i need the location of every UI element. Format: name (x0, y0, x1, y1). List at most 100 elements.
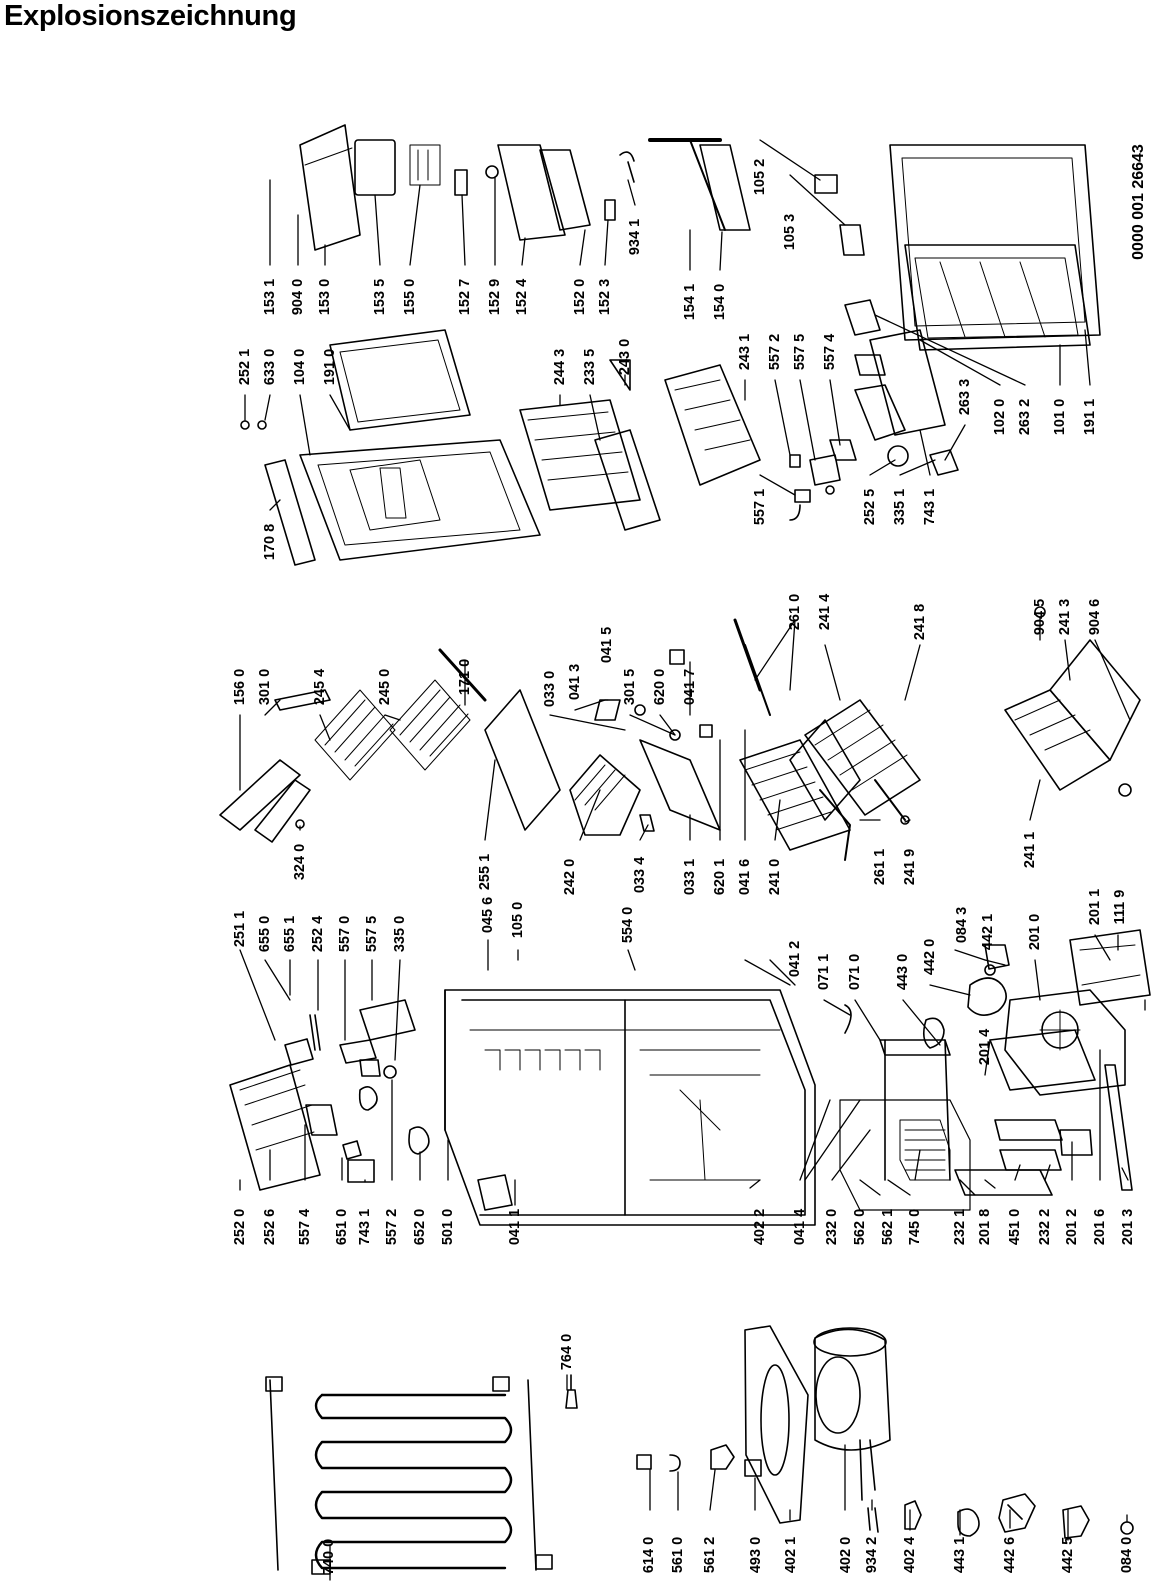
part-label: 152 9 (487, 278, 503, 316)
part-label: 261 0 (787, 593, 803, 631)
part-label: 105 3 (782, 213, 798, 251)
part-label: 501 0 (440, 1208, 456, 1246)
part-label: 243 1 (737, 333, 753, 371)
part-label: 335 1 (892, 488, 908, 526)
part-label: 561 2 (702, 1536, 718, 1574)
cabinet-drawing (444, 989, 816, 1226)
part-label: 562 0 (852, 1208, 868, 1246)
part-label: 743 1 (922, 488, 938, 526)
part-label: 245 0 (377, 668, 393, 706)
part-label: 241 4 (817, 593, 833, 631)
part-label: 153 0 (317, 278, 333, 316)
part-label: 241 8 (912, 603, 928, 641)
part-label: 443 1 (952, 1536, 968, 1574)
part-label: 232 2 (1037, 1208, 1053, 1246)
part-label: 233 5 (582, 348, 598, 386)
part-label: 261 1 (872, 848, 888, 886)
part-label: 232 1 (952, 1208, 968, 1246)
part-label: 041 7 (682, 668, 698, 706)
part-label: 620 1 (712, 858, 728, 896)
part-label: 191 0 (322, 348, 338, 386)
part-label: 084 3 (954, 906, 970, 944)
part-label: 251 1 (232, 910, 248, 948)
part-label: 335 0 (392, 915, 408, 953)
part-label: 402 1 (783, 1536, 799, 1574)
part-label: 442 5 (1060, 1536, 1076, 1574)
part-label: 743 1 (357, 1208, 373, 1246)
part-label: 071 1 (816, 953, 832, 991)
part-label: 232 0 (824, 1208, 840, 1246)
part-label: 152 7 (457, 278, 473, 316)
part-label: 152 0 (572, 278, 588, 316)
part-label: 152 4 (514, 278, 530, 316)
part-label: 071 0 (847, 953, 863, 991)
part-label: 243 0 (617, 338, 633, 376)
part-label: 402 0 (838, 1536, 854, 1574)
part-label: 041 4 (792, 1208, 808, 1246)
part-label: 154 1 (682, 283, 698, 321)
part-label: 156 0 (232, 668, 248, 706)
part-label: 651 0 (334, 1208, 350, 1246)
part-label: 255 1 (477, 853, 493, 891)
part-label: 171 0 (457, 658, 473, 696)
part-label: 443 0 (895, 953, 911, 991)
part-label: 633 0 (262, 348, 278, 386)
part-label: 252 6 (262, 1208, 278, 1246)
part-label: 740 0 (321, 1538, 337, 1576)
part-label: 934 1 (627, 218, 643, 256)
part-label: 241 3 (1057, 598, 1073, 636)
part-label: 152 3 (597, 278, 613, 316)
part-label: 201 6 (1092, 1208, 1108, 1246)
part-label: 154 0 (712, 283, 728, 321)
part-label: 170 8 (262, 523, 278, 561)
part-label: 041 2 (787, 940, 803, 978)
part-label: 241 1 (1022, 831, 1038, 869)
part-label: 201 3 (1120, 1208, 1136, 1246)
part-label: 557 4 (297, 1208, 313, 1246)
part-label: 301 0 (257, 668, 273, 706)
part-label: 934 2 (864, 1536, 880, 1574)
part-label: 263 3 (957, 378, 973, 416)
part-label: 201 8 (977, 1208, 993, 1246)
part-label: 557 2 (384, 1208, 400, 1246)
part-label: 557 4 (822, 333, 838, 371)
part-label: 402 4 (902, 1536, 918, 1574)
part-label: 201 1 (1087, 888, 1103, 926)
part-label: 252 4 (310, 915, 326, 953)
part-label: 614 0 (641, 1536, 657, 1574)
part-label: 402 2 (752, 1208, 768, 1246)
part-label: 241 0 (767, 858, 783, 896)
part-label: 301 5 (622, 668, 638, 706)
part-label: 201 4 (977, 1028, 993, 1066)
part-label: 557 0 (337, 915, 353, 953)
part-label: 041 5 (599, 626, 615, 664)
part-label: 442 0 (922, 938, 938, 976)
part-label: 033 4 (632, 856, 648, 894)
part-label: 041 3 (567, 663, 583, 701)
part-label: 561 0 (670, 1536, 686, 1574)
part-label: 252 0 (232, 1208, 248, 1246)
part-label: 041 1 (507, 1208, 523, 1246)
part-label: 557 5 (364, 915, 380, 953)
part-label: 764 0 (559, 1333, 575, 1371)
part-label: 041 6 (737, 858, 753, 896)
part-label: 201 0 (1027, 913, 1043, 951)
part-label: 904 5 (1032, 598, 1048, 636)
part-label: 084 0 (1119, 1536, 1135, 1574)
part-label: 244 3 (552, 348, 568, 386)
part-label: 111 9 (1112, 889, 1128, 925)
part-label: 102 0 (992, 398, 1008, 436)
part-label: 252 5 (862, 488, 878, 526)
part-label: 620 0 (652, 668, 668, 706)
part-label: 155 0 (402, 278, 418, 316)
part-label: 101 0 (1052, 398, 1068, 436)
page-title: Explosionszeichnung (4, 0, 297, 32)
part-label: 655 0 (257, 915, 273, 953)
part-label: 442 1 (980, 913, 996, 951)
part-label: 241 9 (902, 848, 918, 886)
part-label: 557 1 (752, 488, 768, 526)
part-label: 033 1 (682, 858, 698, 896)
part-label: 153 5 (372, 278, 388, 316)
part-label: 263 2 (1017, 398, 1033, 436)
